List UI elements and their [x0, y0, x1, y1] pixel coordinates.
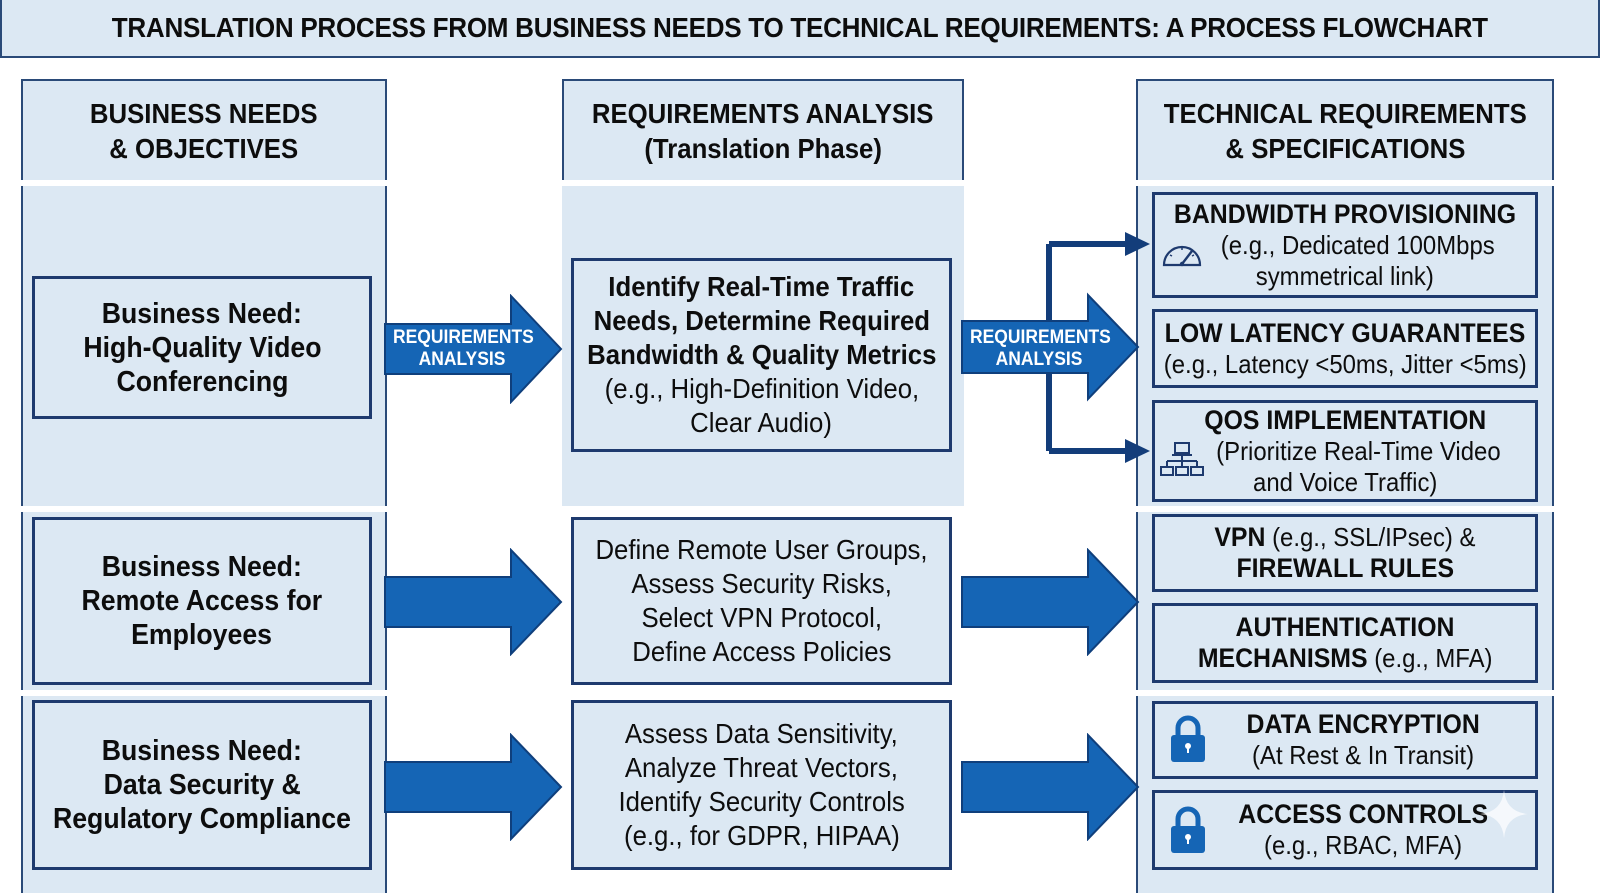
- flow-arrow-row-2-technical: [960, 548, 1140, 656]
- business-need-text-line: Conferencing: [116, 365, 288, 398]
- tech-detail: symmetrical link): [1255, 260, 1435, 291]
- tech-heading: AUTHENTICATION: [1235, 612, 1455, 642]
- page-title: TRANSLATION PROCESS FROM BUSINESS NEEDS …: [0, 0, 1600, 58]
- tech-heading: QOS IMPLEMENTATION: [1204, 404, 1486, 435]
- arrow-label: REQUIREMENTS ANALYSIS: [970, 327, 1111, 370]
- page-title-text: TRANSLATION PROCESS FROM BUSINESS NEEDS …: [112, 12, 1488, 43]
- arrow-label: REQUIREMENTS ANALYSIS: [393, 327, 534, 370]
- analysis-text: (e.g., High-Definition Video,: [604, 373, 919, 404]
- tech-detail: (e.g., Dedicated 100Mbps: [1220, 229, 1495, 260]
- column-header-analysis-line1: REQUIREMENTS ANALYSIS: [592, 97, 934, 129]
- analysis-text: Define Remote User Groups,: [595, 534, 928, 565]
- analysis-text: Assess Data Sensitivity,: [625, 718, 898, 749]
- analysis-text: Identify Security Controls: [618, 786, 905, 817]
- business-need-label: Business Need:: [101, 297, 303, 330]
- analysis-text-bold: Bandwidth & Quality Metrics: [586, 339, 937, 370]
- analysis-data-security: Assess Data Sensitivity, Analyze Threat …: [571, 700, 952, 870]
- column-header-technical-line2: & SPECIFICATIONS: [1225, 132, 1465, 164]
- business-need-text-line: Regulatory Compliance: [53, 803, 351, 835]
- branching-connector: REQUIREMENTS ANALYSIS: [960, 225, 1160, 465]
- flow-arrow-row-3: [383, 733, 563, 841]
- column-header-business: BUSINESS NEEDS & OBJECTIVES: [21, 79, 387, 180]
- business-need-video-conferencing: Business Need: High-Quality Video Confer…: [32, 276, 372, 419]
- tech-heading: DATA ENCRYPTION: [1246, 709, 1481, 739]
- analysis-text: Select VPN Protocol,: [641, 602, 882, 633]
- business-need-text-line: High-Quality Video: [82, 331, 322, 364]
- tech-data-encryption: DATA ENCRYPTION (At Rest & In Transit): [1152, 701, 1538, 779]
- flow-arrow-row-2: [383, 548, 563, 656]
- tech-heading: BANDWIDTH PROVISIONING: [1173, 198, 1517, 229]
- analysis-text: Clear Audio): [690, 407, 833, 438]
- connector-arrowhead-bottom: [1125, 439, 1150, 463]
- business-need-data-security: Business Need: Data Security & Regulator…: [32, 700, 372, 870]
- tech-detail: (e.g., RBAC, MFA): [1264, 830, 1463, 860]
- business-need-label: Business Need:: [101, 551, 303, 583]
- tech-mechanisms-line: MECHANISMS (e.g., MFA): [1197, 643, 1493, 673]
- business-need-text-line: Employees: [131, 619, 273, 651]
- flow-arrow-row-3-technical: [960, 733, 1140, 841]
- tech-access-controls: ACCESS CONTROLS (e.g., RBAC, MFA): [1152, 790, 1538, 870]
- tech-low-latency: LOW LATENCY GUARANTEES (e.g., Latency <5…: [1152, 309, 1538, 388]
- speedometer-icon: [1162, 245, 1202, 267]
- tech-heading: LOW LATENCY GUARANTEES: [1164, 317, 1526, 348]
- column-header-technical-line1: TECHNICAL REQUIREMENTS: [1163, 97, 1527, 129]
- tech-detail: and Voice Traffic): [1252, 466, 1438, 497]
- padlock-icon: [1171, 806, 1205, 853]
- tech-authentication: AUTHENTICATION MECHANISMS (e.g., MFA): [1152, 603, 1538, 683]
- analysis-text: (e.g., for GDPR, HIPAA): [623, 820, 900, 851]
- tech-vpn-line: VPN (e.g., SSL/IPsec) &: [1214, 522, 1476, 552]
- analysis-text: Analyze Threat Vectors,: [624, 752, 899, 783]
- tech-qos-implementation: QOS IMPLEMENTATION (Prioritize Real-Time…: [1152, 400, 1538, 502]
- tech-detail: (Prioritize Real-Time Video: [1216, 435, 1502, 466]
- tech-vpn-firewall: VPN (e.g., SSL/IPsec) & FIREWALL RULES: [1152, 514, 1538, 592]
- column-header-business-line2: & OBJECTIVES: [109, 132, 299, 164]
- column-header-analysis-line2: (Translation Phase): [644, 132, 882, 164]
- connector-arrowhead-top: [1125, 232, 1150, 256]
- column-header-business-line1: BUSINESS NEEDS: [90, 97, 318, 129]
- analysis-text: Define Access Policies: [631, 636, 892, 667]
- business-need-text-line: Remote Access for: [81, 585, 323, 617]
- analysis-text-bold: Needs, Determine Required: [593, 305, 930, 336]
- business-need-text-line: Data Security &: [103, 769, 301, 801]
- padlock-icon: [1171, 715, 1205, 762]
- analysis-real-time-traffic: Identify Real-Time Traffic Needs, Determ…: [571, 258, 952, 452]
- tech-detail: (At Rest & In Transit): [1252, 740, 1475, 770]
- requirements-analysis-arrow-1: REQUIREMENTS ANALYSIS: [383, 294, 563, 404]
- business-need-remote-access: Business Need: Remote Access for Employe…: [32, 517, 372, 685]
- analysis-text: Assess Security Risks,: [631, 568, 892, 599]
- tech-detail: (e.g., Latency <50ms, Jitter <5ms): [1163, 348, 1527, 379]
- tech-heading: ACCESS CONTROLS: [1238, 799, 1489, 829]
- analysis-text-bold: Identify Real-Time Traffic: [608, 271, 915, 302]
- analysis-remote-access: Define Remote User Groups, Assess Securi…: [571, 517, 952, 685]
- network-hierarchy-icon: [1160, 442, 1204, 476]
- tech-heading: FIREWALL RULES: [1236, 553, 1454, 583]
- column-header-technical: TECHNICAL REQUIREMENTS & SPECIFICATIONS: [1136, 79, 1554, 180]
- column-header-analysis: REQUIREMENTS ANALYSIS (Translation Phase…: [562, 79, 964, 180]
- business-need-label: Business Need:: [101, 735, 303, 767]
- sparkle-icon: [1480, 790, 1528, 838]
- tech-bandwidth-provisioning: BANDWIDTH PROVISIONING (e.g., Dedicated …: [1152, 192, 1538, 298]
